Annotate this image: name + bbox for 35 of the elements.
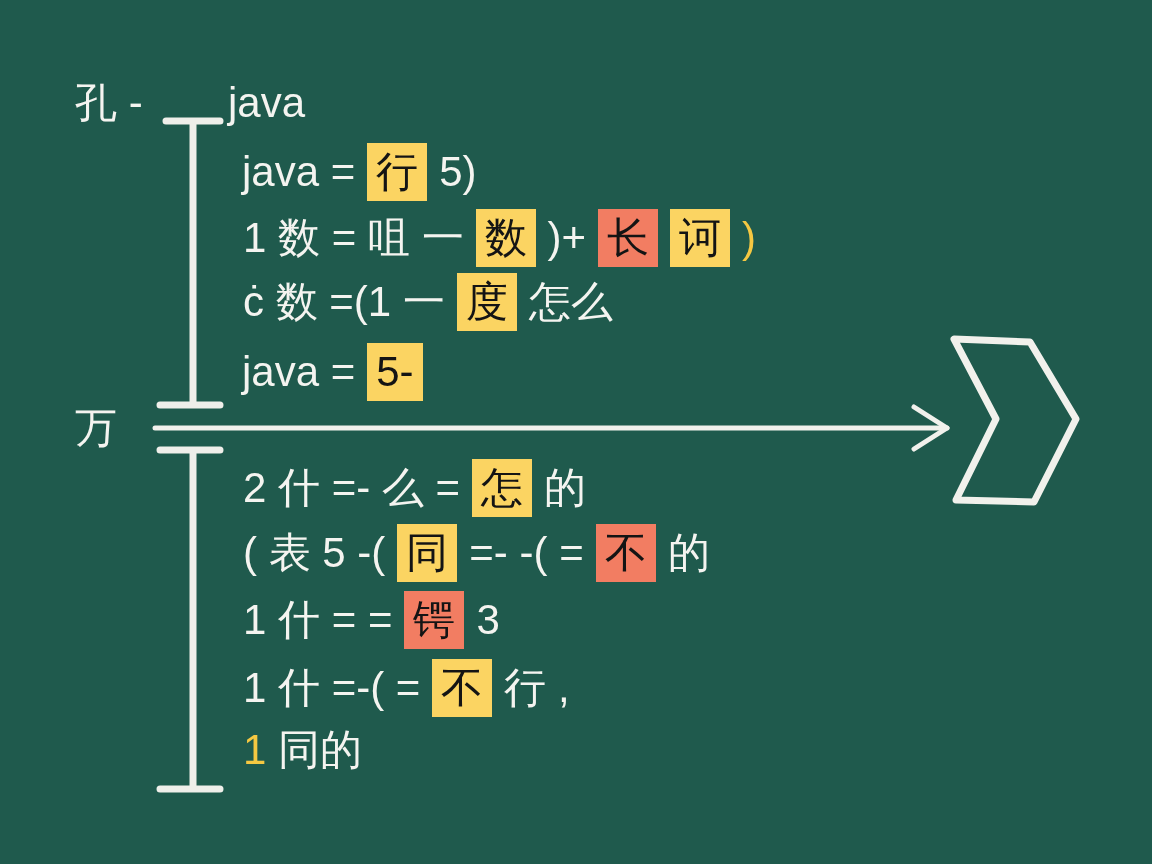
chalk-text: 5) [439, 151, 477, 193]
chalk-text: 万 [75, 407, 117, 449]
chalk-text: 的 [544, 467, 587, 509]
chalk-text: ċ 数 =(1 一 [243, 281, 445, 323]
highlighted-character: 怎 [472, 459, 533, 517]
chalk-text: 1 什 = = [243, 599, 393, 641]
highlighted-character: 数 [475, 209, 536, 267]
chalk-text: java [228, 82, 306, 124]
highlighted-character: 长 [598, 209, 659, 267]
chalk-text: 3 [476, 599, 500, 641]
chalk-text: 2 什 =- 么 = [243, 467, 461, 509]
chalk-text: java = [242, 151, 356, 193]
chalk-text: =- -( = [469, 532, 584, 574]
chalk-text: ( 表 5 -( [243, 532, 386, 574]
chalk-text: 1 [243, 729, 267, 771]
highlighted-character: 诃 [670, 209, 731, 267]
chalk-text: 行 , [504, 667, 570, 709]
chalk-text: 1 数 = 咀 一 [243, 217, 464, 259]
chalk-text: java = [242, 351, 356, 393]
highlighted-character: 不 [595, 524, 656, 582]
chalk-text: 怎么 [528, 281, 613, 323]
chevron-shape [950, 335, 1080, 507]
arrow [152, 404, 950, 452]
highlighted-character: 同 [397, 524, 458, 582]
chalk-text: 同的 [278, 729, 363, 771]
chalk-text: ) [742, 217, 757, 259]
chalk-text: 孔 - [75, 82, 143, 124]
highlighted-character: 锷 [404, 591, 465, 649]
chalk-text: 的 [667, 532, 710, 574]
chalk-text: )+ [547, 217, 587, 259]
highlighted-character: 行 [367, 143, 428, 201]
chalk-text: 1 什 =-( = [243, 667, 421, 709]
highlighted-character: 5- [367, 343, 423, 401]
highlighted-character: 不 [432, 659, 493, 717]
highlighted-character: 度 [456, 273, 517, 331]
